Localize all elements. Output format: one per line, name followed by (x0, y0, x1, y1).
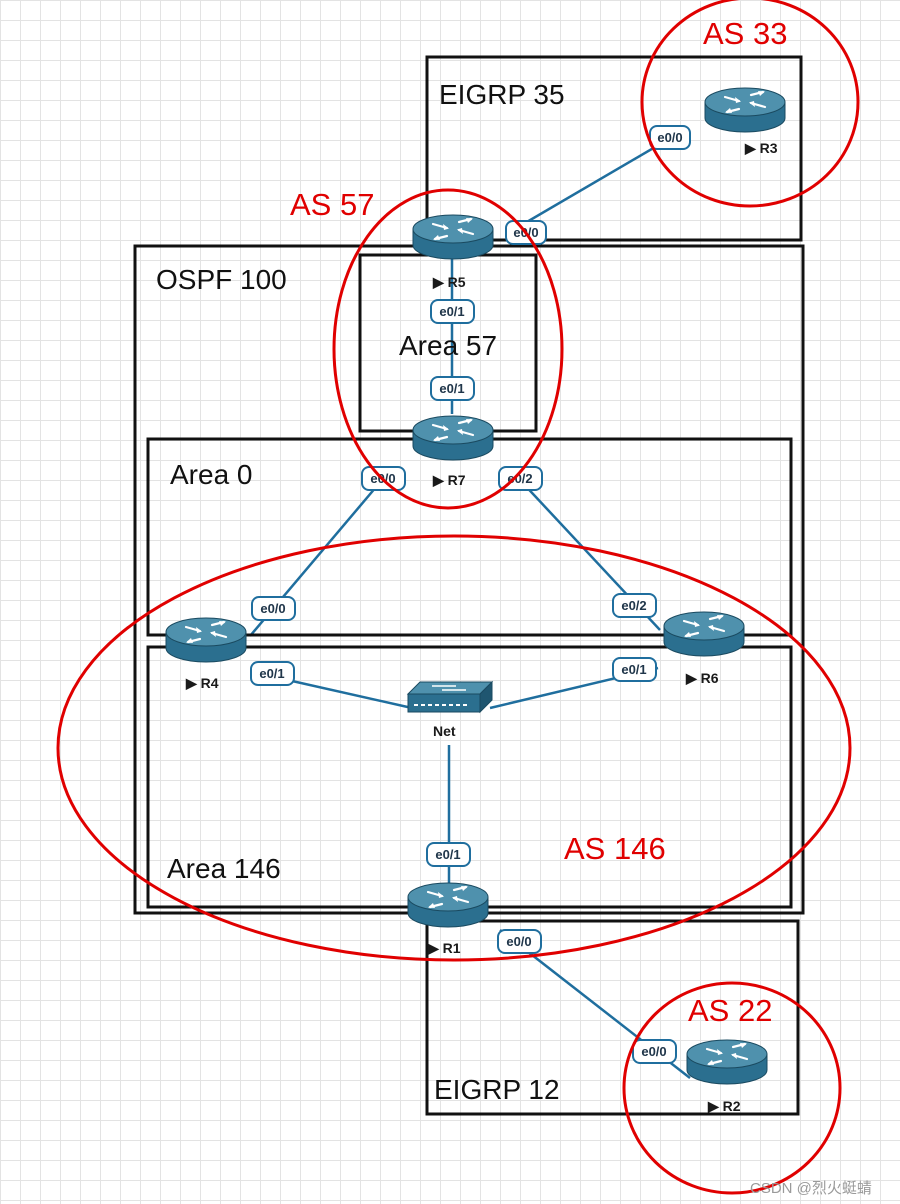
router-r5-label: ▶ R5 (432, 274, 466, 290)
port-r3-e00: e0/0 (649, 125, 691, 150)
router-r1-label: ▶ R1 (427, 940, 461, 956)
area57-label: Area 57 (399, 330, 497, 361)
as146-ring (56, 534, 852, 962)
port-r4-e01-label: e0/1 (259, 666, 284, 681)
router-r2-icon (685, 1038, 769, 1086)
switch-net[interactable]: Net (407, 681, 493, 739)
router-r1[interactable]: ▶ R1 (406, 881, 490, 956)
router-r6[interactable]: ▶ R6 (662, 610, 746, 686)
router-r1-icon (406, 881, 490, 929)
router-r4-icon (164, 616, 248, 664)
router-r2-label: ▶ R2 (707, 1098, 741, 1114)
router-r6-label: ▶ R6 (685, 670, 719, 686)
as57-label: AS 57 (290, 187, 374, 222)
port-r6-e01-label: e0/1 (621, 662, 646, 677)
switch-net-label: Net (433, 723, 456, 739)
area146-label: Area 146 (167, 853, 281, 884)
as57-ring (332, 188, 564, 510)
router-r5[interactable]: ▶ R5 (411, 213, 495, 290)
port-r4-e01: e0/1 (250, 661, 295, 686)
port-r7-e02: e0/2 (498, 466, 543, 491)
router-r7-icon (411, 414, 495, 462)
router-r5-icon (411, 213, 495, 261)
port-r5-e00: e0/0 (505, 220, 547, 245)
port-r4-e00: e0/0 (251, 596, 296, 621)
port-r5-e01-label: e0/1 (439, 304, 464, 319)
port-r7-e01-label: e0/1 (439, 381, 464, 396)
router-r3-icon (703, 86, 787, 134)
router-r7[interactable]: ▶ R7 (411, 414, 495, 488)
regions (133, 55, 805, 1116)
eigrp12-label: EIGRP 12 (434, 1074, 560, 1105)
port-r6-e02: e0/2 (612, 593, 657, 618)
port-r6-e02-label: e0/2 (621, 598, 646, 613)
router-r3[interactable]: ▶ R3 (703, 86, 787, 156)
as-rings (56, 0, 860, 1195)
switch-net-icon (407, 681, 493, 713)
region-eigrp35 (425, 55, 803, 242)
port-r1-e00-label: e0/0 (506, 934, 531, 949)
router-r3-label: ▶ R3 (744, 140, 778, 156)
router-r7-label: ▶ R7 (432, 472, 466, 488)
as33-ring (640, 0, 860, 208)
as22-label: AS 22 (688, 993, 772, 1028)
port-r6-e01: e0/1 (612, 657, 657, 682)
port-r5-e01: e0/1 (430, 299, 475, 324)
port-r4-e00-label: e0/0 (260, 601, 285, 616)
port-r2-e00-label: e0/0 (641, 1044, 666, 1059)
router-r6-icon (662, 610, 746, 658)
eigrp35-label: EIGRP 35 (439, 79, 565, 110)
area0-label: Area 0 (170, 459, 253, 490)
port-r1-e01-label: e0/1 (435, 847, 460, 862)
region-eigrp12 (425, 919, 800, 1116)
router-r2[interactable]: ▶ R2 (685, 1038, 769, 1114)
port-r3-e00-label: e0/0 (657, 130, 682, 145)
router-r4-label: ▶ R4 (185, 675, 219, 691)
as22-ring (622, 981, 842, 1195)
port-r7-e01: e0/1 (430, 376, 475, 401)
port-r2-e00: e0/0 (632, 1039, 677, 1064)
as33-label: AS 33 (703, 16, 787, 51)
link-r3-r5 (507, 141, 663, 235)
router-r4[interactable]: ▶ R4 (164, 616, 248, 691)
port-r1-e01: e0/1 (426, 842, 471, 867)
ospf100-label: OSPF 100 (156, 264, 287, 295)
as146-label: AS 146 (564, 831, 666, 866)
port-r7-e02-label: e0/2 (507, 471, 532, 486)
watermark: CSDN @烈火蜓蜻 (750, 1180, 872, 1197)
port-r1-e00: e0/0 (497, 929, 542, 954)
